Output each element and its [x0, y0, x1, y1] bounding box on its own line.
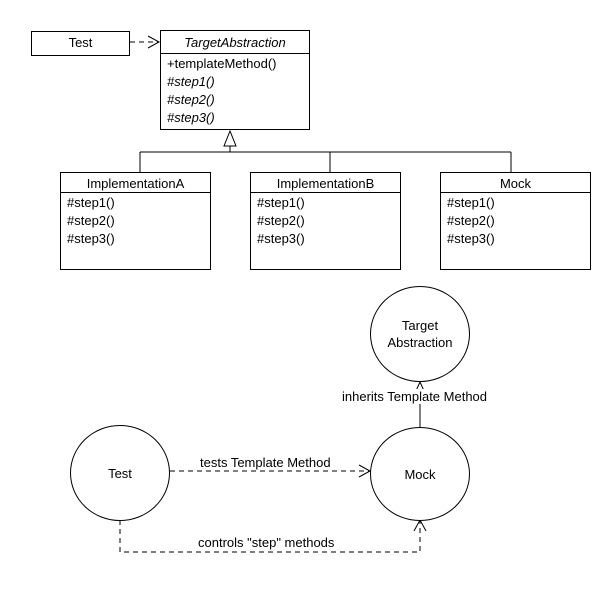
class-divider [251, 192, 400, 193]
class-divider [441, 192, 590, 193]
test-node: Test [70, 425, 170, 521]
tests-edge-label: tests Template Method [198, 455, 333, 470]
operation-step2: #step2() [257, 213, 305, 228]
mock-node: Mock [370, 427, 470, 521]
test-class-box: Test [31, 31, 130, 56]
operation-step1: #step1() [67, 195, 115, 210]
controls-connector [119, 520, 421, 553]
target-abstraction-node: Target Abstraction [370, 286, 470, 382]
operation-step3: #step3() [167, 110, 215, 125]
implementation-a-class: ImplementationA #step1() #step2() #step3… [60, 172, 211, 270]
implementation-a-name: ImplementationA [86, 176, 185, 191]
target-abstraction-name: TargetAbstraction [184, 35, 286, 50]
target-abstraction-class: TargetAbstraction +templateMethod() #ste… [160, 30, 310, 130]
implementation-b-class: ImplementationB #step1() #step2() #step3… [250, 172, 401, 270]
operation-step1: #step1() [257, 195, 305, 210]
operation-step2: #step2() [67, 213, 115, 228]
operation-step3: #step3() [447, 231, 495, 246]
mock-class: Mock #step1() #step2() #step3() [440, 172, 591, 270]
operation-step1: #step1() [167, 74, 215, 89]
operation-step2: #step2() [447, 213, 495, 228]
inheritance-triangle [223, 129, 237, 147]
target-line1: Target [401, 318, 439, 333]
operation-template-method: +templateMethod() [167, 56, 277, 71]
operation-step2: #step2() [167, 92, 215, 107]
target-line2: Abstraction [387, 335, 453, 350]
controls-edge-label: controls "step" methods [196, 535, 337, 550]
implementation-b-name: ImplementationB [276, 176, 375, 191]
class-divider [161, 53, 309, 54]
test-node-label: Test [108, 465, 132, 481]
operation-step3: #step3() [67, 231, 115, 246]
open-arrowhead [147, 35, 161, 49]
target-abstraction-node-label: Target Abstraction [387, 317, 452, 351]
mock-class-name: Mock [499, 176, 532, 191]
mock-node-label: Mock [404, 466, 436, 482]
class-divider [61, 192, 210, 193]
operation-step1: #step1() [447, 195, 495, 210]
operation-step3: #step3() [257, 231, 305, 246]
test-class-label: Test [68, 35, 93, 50]
inherits-edge-label: inherits Template Method [340, 389, 490, 404]
